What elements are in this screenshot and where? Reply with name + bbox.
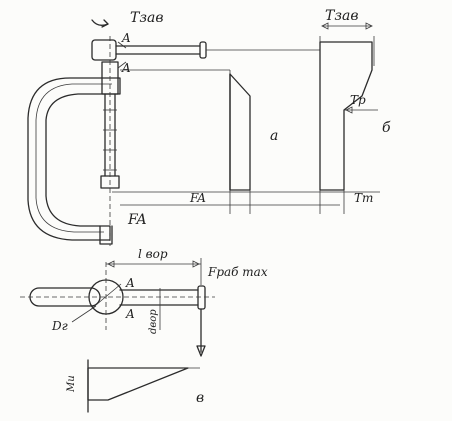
label-point-a-lower: A xyxy=(121,61,131,75)
diagram-labels: Тзав Тзав A A а б Тр FA FA Тт l вор Fраб… xyxy=(51,8,391,406)
epure-v xyxy=(87,359,200,413)
label-diagram-a: а xyxy=(270,128,278,144)
label-point-a-upper: A xyxy=(121,31,131,45)
label-torque-right: Тзав xyxy=(325,8,358,24)
clamp-screw xyxy=(100,36,127,246)
clamp-handle-top xyxy=(91,19,207,61)
label-torque-top: Тзав xyxy=(130,10,163,26)
label-point-a-handle-lower: A xyxy=(125,307,135,321)
epure-a xyxy=(229,73,251,191)
label-bending-moment: Mи xyxy=(66,375,77,393)
label-point-a-handle-upper: A xyxy=(125,276,135,290)
label-force-axis: FA xyxy=(189,191,206,205)
c-clamp-frame xyxy=(27,77,121,245)
label-diagram-b: б xyxy=(382,120,391,136)
epure-b xyxy=(319,41,378,191)
label-handle-diameter: dвор xyxy=(148,309,159,334)
label-force-clamp: FA xyxy=(127,212,147,228)
label-thread-diameter: Dг xyxy=(51,319,68,333)
label-thread-torque: Тт xyxy=(354,191,373,205)
label-handle-length: l вор xyxy=(138,247,168,261)
label-friction-torque: Тр xyxy=(350,93,366,107)
dimension-lines xyxy=(112,22,380,214)
handle-top-view xyxy=(20,258,215,357)
label-handle-force: Fраб max xyxy=(207,265,268,279)
label-diagram-v: в xyxy=(196,390,204,406)
